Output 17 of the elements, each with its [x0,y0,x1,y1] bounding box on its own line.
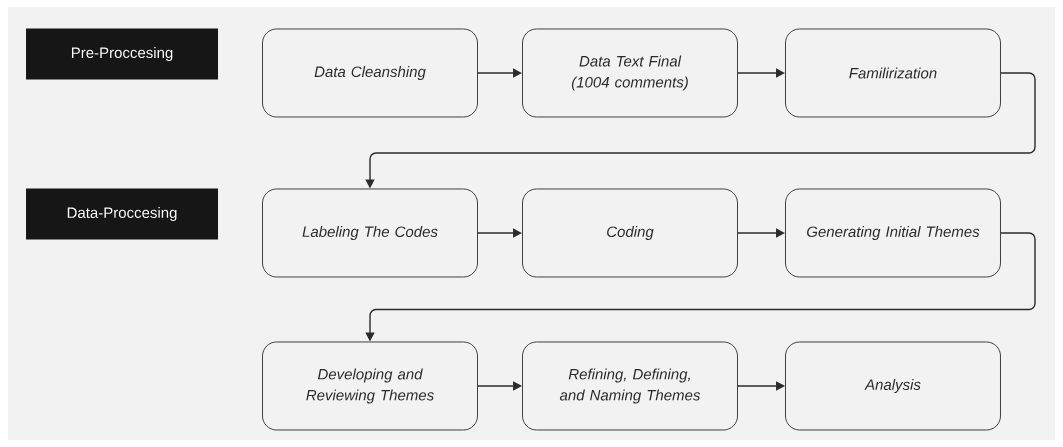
process-box: Generating Initial Themes [785,188,1001,278]
process-box: Developing and Reviewing Themes [262,341,478,431]
phase-label-box: Data-Proccesing [26,188,218,240]
arrow [477,381,522,391]
arrow [737,381,785,391]
process-box: Coding [522,188,738,278]
arrow [737,228,785,238]
arrow [477,228,522,238]
process-box: Data Cleanshing [262,28,478,118]
process-box: Data Text Final (1004 comments) [522,28,738,118]
arrow [737,68,785,78]
arrow [477,68,522,78]
phase-label-box: Pre-Proccesing [26,28,218,80]
process-box: Familirization [785,28,1001,118]
process-box: Analysis [785,341,1001,431]
process-box: Labeling The Codes [262,188,478,278]
process-box: Refining, Defining, and Naming Themes [522,341,738,431]
